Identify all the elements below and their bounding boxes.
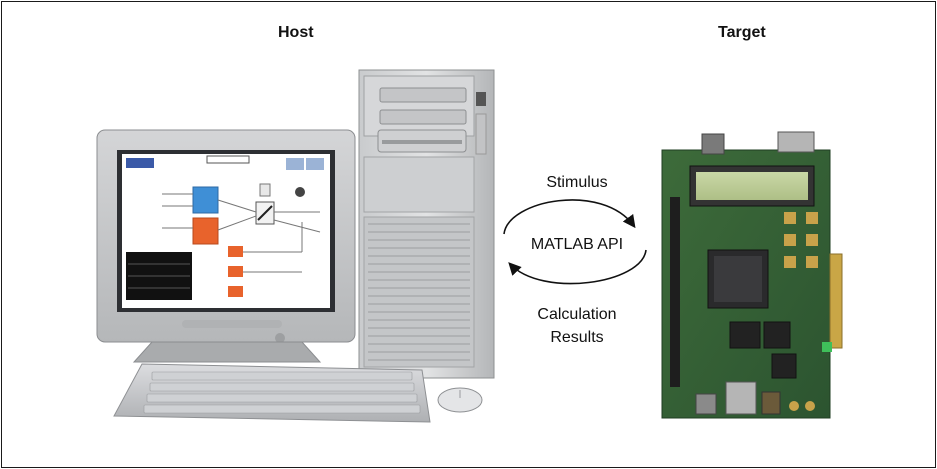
fpga-board-image	[661, 131, 843, 419]
tower-pc-image	[358, 69, 495, 379]
fpga-chip	[707, 249, 769, 309]
tower-vent-grille	[363, 216, 475, 368]
results-label-line2: Results	[550, 329, 604, 346]
stimulus-label: Stimulus	[546, 174, 608, 191]
results-arrow	[508, 249, 647, 285]
matlab-api-label: MATLAB API	[530, 236, 624, 253]
results-label-line1: Calculation	[537, 306, 617, 323]
monitor-screen-model	[126, 155, 324, 300]
mouse-image	[437, 387, 483, 413]
keyboard-image	[113, 363, 431, 423]
monitor-image	[96, 129, 356, 363]
host-label: Host	[278, 24, 314, 41]
target-label: Target	[718, 24, 766, 41]
calculation-results-label: Calculation Results	[522, 303, 632, 349]
stimulus-arrow	[503, 199, 636, 235]
